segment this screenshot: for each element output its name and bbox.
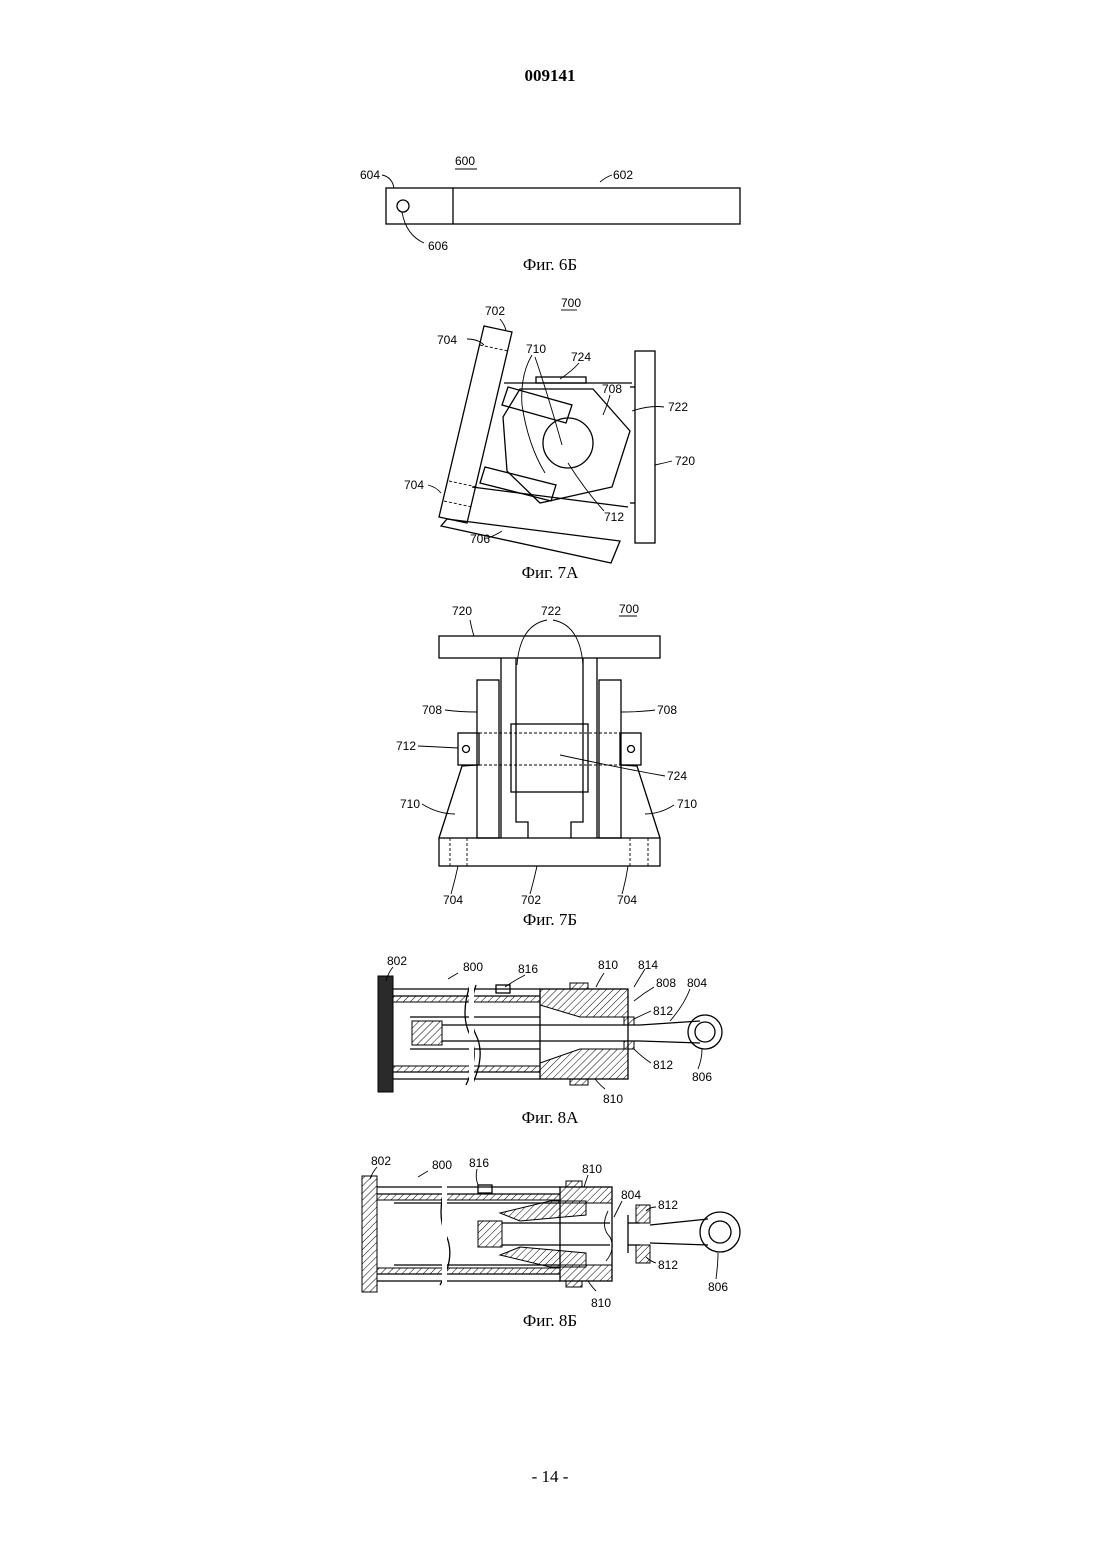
document-number: 009141 xyxy=(0,66,1100,86)
label-704: 704 xyxy=(443,893,463,907)
label-810: 810 xyxy=(591,1296,611,1310)
label-712: 712 xyxy=(604,510,624,524)
label-700: 700 xyxy=(561,296,581,310)
label-812: 812 xyxy=(658,1258,678,1272)
label-700: 700 xyxy=(619,602,639,616)
label-708: 708 xyxy=(422,703,442,717)
label-810: 810 xyxy=(603,1092,623,1106)
label-810: 810 xyxy=(598,958,618,972)
label-800: 800 xyxy=(463,960,483,974)
label-606: 606 xyxy=(428,239,448,253)
figure-6b-drawing: 600 602 604 606 xyxy=(0,145,1100,255)
figure-8b-drawing: 802 800 816 810 804 812 812 806 810 xyxy=(0,1145,1100,1315)
label-712: 712 xyxy=(396,739,416,753)
label-816: 816 xyxy=(518,962,538,976)
label-710: 710 xyxy=(677,797,697,811)
label-812: 812 xyxy=(658,1198,678,1212)
label-710: 710 xyxy=(526,342,546,356)
label-706: 706 xyxy=(470,532,490,546)
label-602: 602 xyxy=(613,168,633,182)
figure-7a-drawing: 700 702 704 710 724 708 722 720 704 712 … xyxy=(0,295,1100,565)
label-600: 600 xyxy=(455,154,475,168)
label-802: 802 xyxy=(371,1154,391,1168)
label-814: 814 xyxy=(638,958,658,972)
label-704: 704 xyxy=(617,893,637,907)
label-812: 812 xyxy=(653,1058,673,1072)
label-702: 702 xyxy=(485,304,505,318)
label-704: 704 xyxy=(404,478,424,492)
label-710: 710 xyxy=(400,797,420,811)
label-810: 810 xyxy=(582,1162,602,1176)
label-806: 806 xyxy=(692,1070,712,1084)
figure-8a-drawing: 802 800 816 810 814 808 804 812 812 806 … xyxy=(0,945,1100,1115)
label-812: 812 xyxy=(653,1004,673,1018)
label-724: 724 xyxy=(667,769,687,783)
label-804: 804 xyxy=(621,1188,641,1202)
caption-fig-6b: Фиг. 6Б xyxy=(0,255,1100,275)
label-800: 800 xyxy=(432,1158,452,1172)
label-704: 704 xyxy=(437,333,457,347)
page-number: - 14 - xyxy=(0,1467,1100,1487)
label-720: 720 xyxy=(675,454,695,468)
caption-fig-7b: Фиг. 7Б xyxy=(0,910,1100,930)
label-808: 808 xyxy=(656,976,676,990)
label-720: 720 xyxy=(452,604,472,618)
label-802: 802 xyxy=(387,954,407,968)
label-816: 816 xyxy=(469,1156,489,1170)
caption-fig-8b: Фиг. 8Б xyxy=(0,1311,1100,1331)
label-722: 722 xyxy=(541,604,561,618)
label-708: 708 xyxy=(657,703,677,717)
label-604: 604 xyxy=(360,168,380,182)
label-804: 804 xyxy=(687,976,707,990)
caption-fig-8a: Фиг. 8А xyxy=(0,1108,1100,1128)
label-806: 806 xyxy=(708,1280,728,1294)
label-724: 724 xyxy=(571,350,591,364)
label-708: 708 xyxy=(602,382,622,396)
label-702: 702 xyxy=(521,893,541,907)
label-722: 722 xyxy=(668,400,688,414)
caption-fig-7a: Фиг. 7А xyxy=(0,563,1100,583)
figure-7b-drawing: 720 722 700 708 708 712 724 710 710 704 … xyxy=(0,600,1100,910)
